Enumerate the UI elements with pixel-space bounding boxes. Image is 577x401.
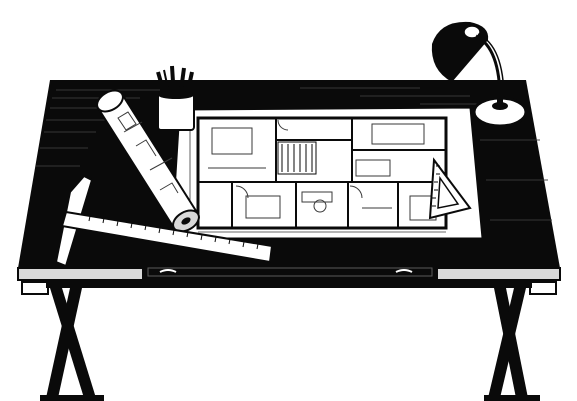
pencil-holder <box>156 65 195 131</box>
rolled-blueprint <box>96 89 200 233</box>
desk-lamp <box>431 21 528 128</box>
blueprint-sheet <box>171 107 483 239</box>
set-square <box>428 157 472 220</box>
t-square-ruler <box>54 174 274 268</box>
table-legs <box>21 281 557 401</box>
